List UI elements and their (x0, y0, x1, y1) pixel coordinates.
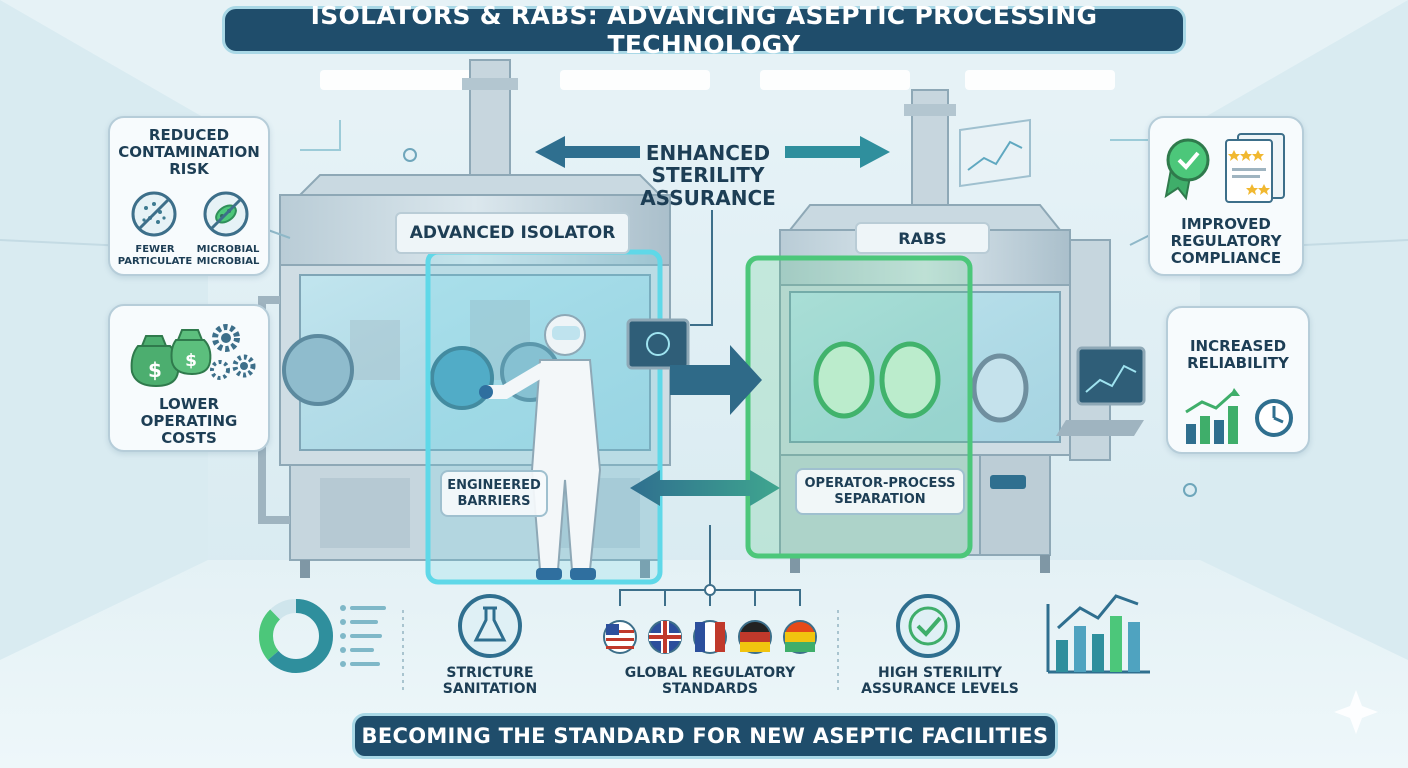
operating-line: OPERATING (140, 411, 238, 430)
bottom-icons (259, 594, 1150, 690)
operator-figure (479, 314, 602, 580)
barriers-line: BARRIERS (457, 493, 531, 509)
reliability-card: INCREASED RELIABILITY (1166, 306, 1310, 454)
assurance-line: ASSURANCE (640, 185, 776, 210)
reliability-line: RELIABILITY (1187, 353, 1289, 372)
operator-process-line: OPERATOR-PROCESS (804, 476, 956, 491)
page-title: ISOLATORS & RABS: ADVANCING ASEPTIC PROC… (222, 1, 1186, 59)
stricture-line: STRICTURE (446, 665, 534, 681)
certificate-icon (1164, 133, 1285, 203)
particulate-line: PARTICULATE (117, 255, 193, 267)
regulatory-compliance-title: IMPROVED REGULATORY COMPLIANCE (1150, 216, 1302, 266)
lower-line: LOWER (158, 395, 220, 413)
enhanced-line: ENHANCED (645, 141, 771, 165)
high-sterility-line: HIGH STERILITY (877, 665, 1002, 681)
operating-costs-card: $ $ LOWER OPERATING COSTS (108, 304, 270, 452)
isolator-sign: ADVANCED ISOLATOR (395, 212, 630, 254)
global-standards-label: GLOBAL REGULATORY STANDARDS (600, 665, 820, 697)
sanitation-line: SANITATION (442, 680, 538, 697)
improved-line: IMPROVED (1181, 215, 1271, 233)
contamination-risk-title: REDUCED CONTAMINATION RISK (110, 127, 268, 177)
reliability-title: INCREASED RELIABILITY (1168, 338, 1308, 372)
global-regulatory-line: GLOBAL REGULATORY (624, 665, 796, 681)
svg-text:$: $ (148, 358, 162, 382)
reduced-line: REDUCED (148, 126, 230, 144)
svg-text:$: $ (185, 351, 197, 371)
regulatory-compliance-card: IMPROVED REGULATORY COMPLIANCE (1148, 116, 1304, 276)
operating-costs-title: LOWER OPERATING COSTS (110, 396, 268, 446)
microbial-line-2: MICROBIAL (196, 255, 260, 267)
enhanced-sterility-label: ENHANCED STERILITY ASSURANCE (618, 141, 798, 210)
fewer-line: FEWER (135, 244, 175, 255)
footer-banner: BECOMING THE STANDARD FOR NEW ASEPTIC FA… (352, 713, 1058, 759)
growth-chart-icon (1185, 388, 1293, 444)
microbial-label: MICROBIAL MICROBIAL (188, 244, 268, 267)
regulatory-line: REGULATORY (1170, 231, 1282, 250)
sanitation-label: STRICTURE SANITATION (420, 665, 560, 697)
risk-line: RISK (169, 159, 209, 178)
sparkle-icon (1334, 690, 1378, 734)
sterility-levels-label: HIGH STERILITY ASSURANCE LEVELS (855, 665, 1025, 697)
standards-line: STANDARDS (661, 680, 759, 697)
assurance-levels-line: ASSURANCE LEVELS (861, 680, 1019, 697)
increased-line: INCREASED (1189, 337, 1287, 355)
operator-separation-plate: OPERATOR-PROCESS SEPARATION (795, 468, 965, 516)
microbe-icon (203, 191, 249, 237)
contamination-line: CONTAMINATION (118, 142, 260, 161)
money-bags-icon: $ $ (130, 324, 256, 388)
rabs-sign: RABS (855, 222, 990, 254)
engineered-line: ENGINEERED (447, 478, 541, 493)
microbial-line-1: MICROBIAL (196, 244, 260, 255)
sterility-line: STERILITY (651, 163, 765, 188)
flags-row (603, 620, 817, 654)
compliance-line: COMPLIANCE (1170, 248, 1282, 267)
separation-line: SEPARATION (834, 491, 926, 507)
flow-arrows (267, 120, 1197, 606)
fewer-particulate-label: FEWER PARTICULATE (112, 244, 198, 267)
engineered-barriers-plate: ENGINEERED BARRIERS (440, 470, 548, 518)
costs-line: COSTS (161, 428, 217, 447)
particulate-icon (131, 191, 177, 237)
contamination-risk-card: REDUCED CONTAMINATION RISK FEWER PARTICU… (108, 116, 270, 276)
